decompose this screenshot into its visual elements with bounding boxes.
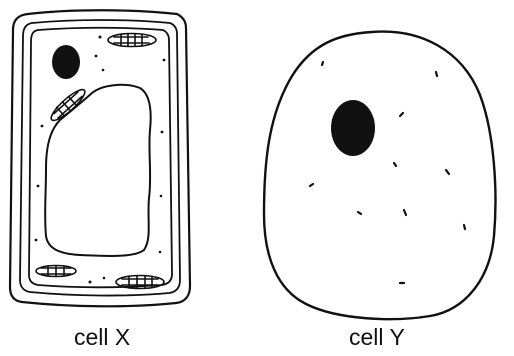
cell-y-label: cell Y — [349, 326, 405, 349]
cell-y-cell-membrane — [264, 32, 495, 320]
cell-y-cytoplasm-granules — [310, 62, 465, 283]
cell-x-cell-wall-outer — [10, 10, 190, 306]
cell-x-chloroplast-diagonal — [48, 86, 89, 124]
cell-x-nucleus — [52, 45, 80, 79]
cell-y-nucleus — [331, 100, 375, 156]
cell-x-label: cell X — [74, 326, 130, 349]
cell-x-chloroplast-top — [108, 34, 156, 47]
cell-x-chloroplast-bottom-left — [36, 266, 76, 277]
cell-x-cell-wall-inner — [20, 20, 180, 296]
cell-x-vacuole — [45, 85, 151, 256]
cell-y — [264, 32, 495, 320]
cell-x — [10, 10, 190, 306]
